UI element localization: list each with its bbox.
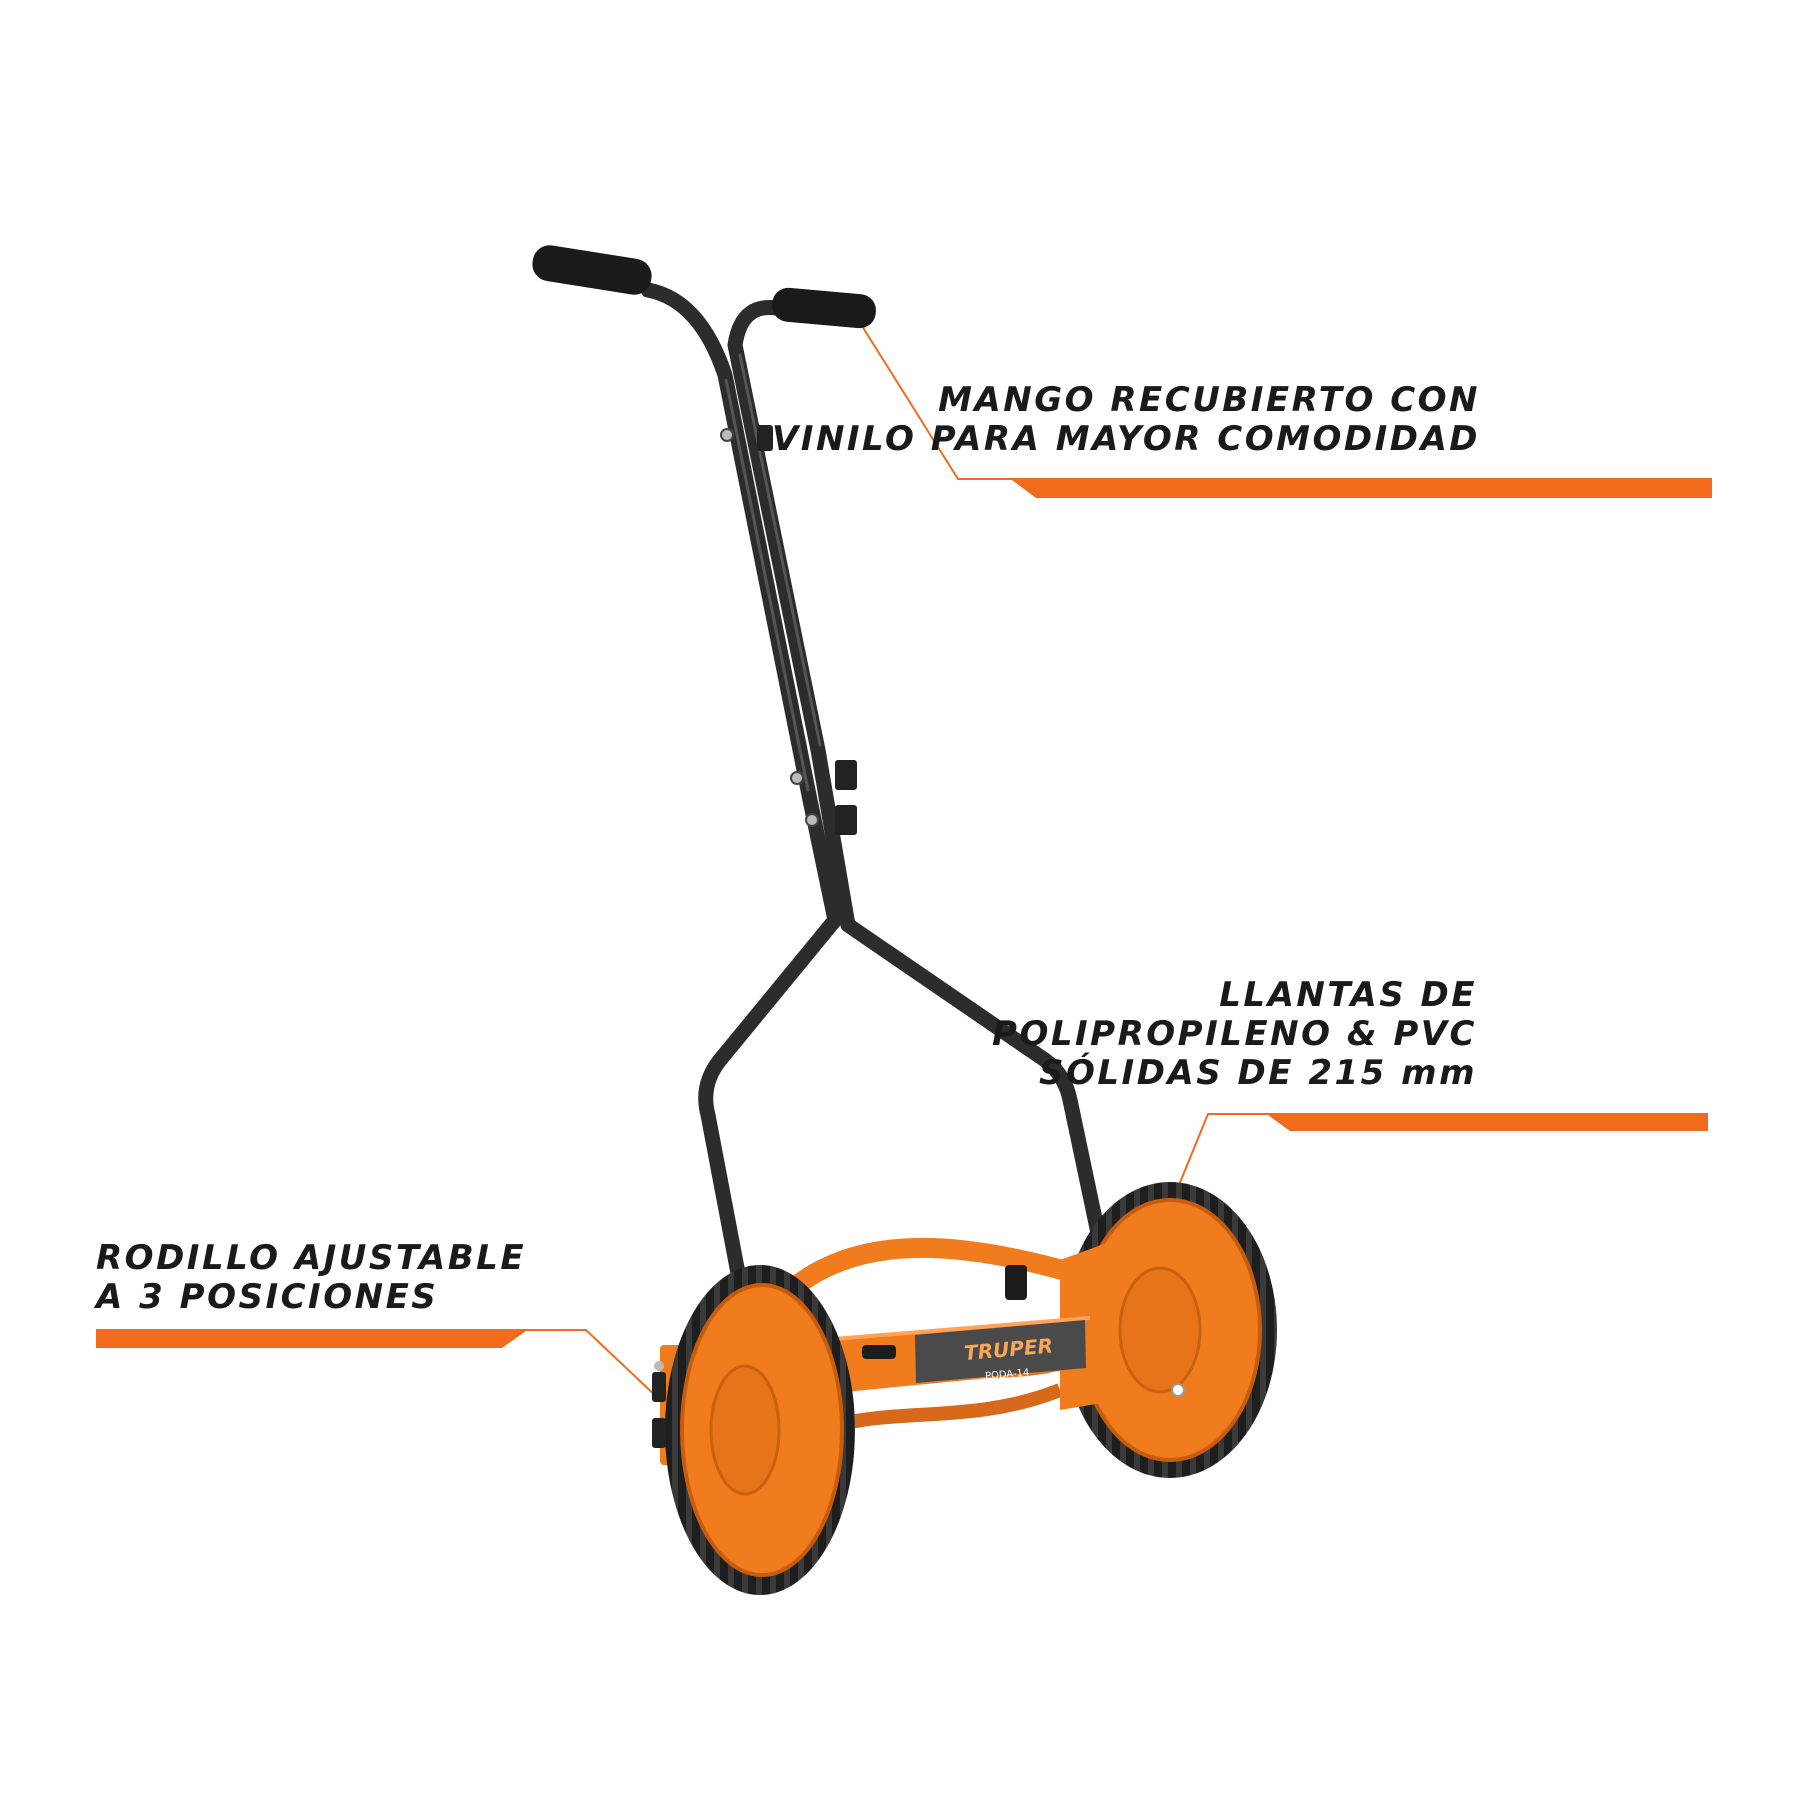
handle-callout-line1: MANGO RECUBIERTO CON: [938, 380, 1480, 420]
handle-callout-leader: [861, 325, 1712, 498]
handle-clamps: [720, 425, 857, 835]
roller-callout: RODILLO AJUSTABLE A 3 POSICIONES: [96, 1239, 526, 1317]
roller-callout-leader: [96, 1329, 717, 1454]
left-grip: [532, 245, 652, 295]
left-wheel: [660, 1265, 855, 1595]
adjustable-roller-bracket: [652, 1361, 666, 1448]
model-label: PODA-14: [985, 1367, 1030, 1382]
wheels-callout-leader: [1160, 1113, 1708, 1230]
handle-callout-line2: VINILO PARA MAYOR COMODIDAD: [771, 419, 1480, 459]
wheels-callout: LLANTAS DE POLIPROPILENO & PVC SÓLIDAS D…: [992, 976, 1477, 1093]
wheels-callout-line3: SÓLIDAS DE 215 mm: [1038, 1053, 1477, 1093]
wheels-callout-line2: POLIPROPILENO & PVC: [992, 1014, 1477, 1054]
mower-handle: [640, 282, 1118, 1318]
handle-callout: MANGO RECUBIERTO CON VINILO PARA MAYOR C…: [772, 381, 1480, 459]
right-grip: [772, 287, 876, 329]
vinyl-grips: [532, 245, 876, 329]
handle-right-tube: [727, 300, 1118, 1298]
right-wheel: [1063, 1182, 1277, 1478]
wheels-callout-line1: LLANTAS DE: [1219, 975, 1477, 1015]
handle-left-tube: [640, 282, 843, 1318]
roller-callout-line1: RODILLO AJUSTABLE: [96, 1238, 527, 1278]
brand-label: [915, 1320, 1086, 1383]
roller-callout-line2: A 3 POSICIONES: [96, 1277, 439, 1317]
